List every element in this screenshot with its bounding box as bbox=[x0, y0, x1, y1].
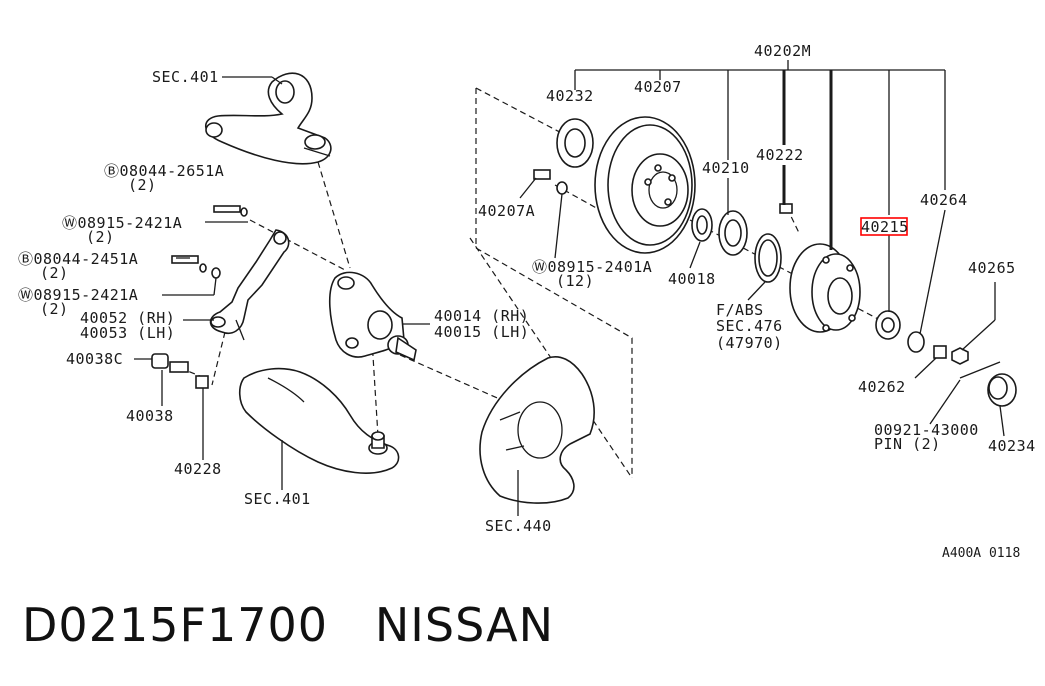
abs-ring bbox=[754, 233, 782, 283]
label-sec401-bottom[interactable]: SEC.401 bbox=[244, 490, 311, 508]
label-fabs: F/ABS bbox=[716, 301, 764, 319]
label-40207a[interactable]: 40207A bbox=[478, 202, 535, 220]
label-40053[interactable]: 40053 (LH) bbox=[80, 324, 175, 342]
label-08044-2651a[interactable]: Ⓑ08044-2651A bbox=[104, 162, 224, 180]
upper-control-arm bbox=[204, 72, 332, 165]
label-40222[interactable]: 40222 bbox=[756, 146, 804, 164]
lock-40265 bbox=[951, 347, 969, 365]
steering-knuckle bbox=[328, 271, 417, 362]
part-code: D0215F1700 bbox=[22, 598, 329, 652]
washer-40264 bbox=[907, 331, 925, 353]
label-08044-2451a[interactable]: Ⓑ08044-2451A bbox=[18, 250, 138, 268]
label-08915-2401a-qty: (12) bbox=[556, 272, 594, 290]
label-40215[interactable]: 40215 bbox=[861, 218, 909, 236]
label-08044-2451a-qty: (2) bbox=[40, 264, 69, 282]
cap-40234 bbox=[987, 373, 1017, 407]
label-40202m[interactable]: 40202M bbox=[754, 42, 811, 60]
label-47970[interactable]: (47970) bbox=[716, 334, 783, 352]
bracket-40052 bbox=[209, 229, 290, 341]
label-40018[interactable]: 40018 bbox=[668, 270, 716, 288]
label-sec440[interactable]: SEC.440 bbox=[485, 517, 552, 535]
label-40052[interactable]: 40052 (RH) bbox=[80, 309, 175, 327]
reference-code: A400A 0118 bbox=[942, 546, 1020, 561]
nut-40262 bbox=[933, 345, 947, 359]
label-40232[interactable]: 40232 bbox=[546, 87, 594, 105]
bearing-40018 bbox=[691, 208, 713, 242]
label-sec476[interactable]: SEC.476 bbox=[716, 317, 783, 335]
bearing-40210 bbox=[718, 210, 748, 256]
hub-assembly bbox=[789, 243, 861, 333]
brand-name: NISSAN bbox=[374, 598, 554, 652]
leader-lines bbox=[134, 76, 1005, 516]
label-40262[interactable]: 40262 bbox=[858, 378, 906, 396]
label-sec401-top[interactable]: SEC.401 bbox=[152, 68, 219, 86]
label-08915-2421a-2[interactable]: Ⓦ08915-2421A bbox=[18, 286, 138, 304]
hub-bolt-40222 bbox=[779, 203, 793, 214]
assembly-bracket bbox=[574, 60, 946, 335]
label-40265[interactable]: 40265 bbox=[968, 259, 1016, 277]
label-40228[interactable]: 40228 bbox=[174, 460, 222, 478]
label-40210[interactable]: 40210 bbox=[702, 159, 750, 177]
label-00921-43000[interactable]: 00921-43000 bbox=[874, 421, 979, 439]
highlight-40215[interactable] bbox=[860, 217, 908, 236]
outer-bearing-40215 bbox=[875, 310, 901, 340]
label-08915-2421a-2-qty: (2) bbox=[40, 300, 69, 318]
label-40015[interactable]: 40015 (LH) bbox=[434, 323, 529, 341]
label-40038[interactable]: 40038 bbox=[126, 407, 174, 425]
footer-caption: D0215F1700 NISSAN bbox=[22, 598, 554, 652]
label-08915-2421a-1[interactable]: Ⓦ08915-2421A bbox=[62, 214, 182, 232]
left-hardware bbox=[151, 205, 248, 389]
label-40264[interactable]: 40264 bbox=[920, 191, 968, 209]
label-08915-2421a-1-qty: (2) bbox=[86, 228, 115, 246]
label-08044-2651a-qty: (2) bbox=[128, 176, 157, 194]
splash-shield bbox=[479, 356, 595, 504]
label-40038c[interactable]: 40038C bbox=[66, 350, 123, 368]
seal-40232 bbox=[556, 118, 594, 168]
part-labels: SEC.401 Ⓑ08044-2651A (2) Ⓦ08915-2421A (2… bbox=[18, 42, 1036, 561]
label-40234[interactable]: 40234 bbox=[988, 437, 1036, 455]
lower-control-arm bbox=[238, 367, 400, 474]
label-08915-2401a[interactable]: Ⓦ08915-2401A bbox=[532, 258, 652, 276]
label-40014[interactable]: 40014 (RH) bbox=[434, 307, 529, 325]
brake-rotor-40207 bbox=[594, 116, 696, 254]
pin-00921 bbox=[959, 361, 1001, 379]
label-pin: PIN (2) bbox=[874, 435, 941, 453]
label-40207[interactable]: 40207 bbox=[634, 78, 682, 96]
rotor-bolts bbox=[533, 169, 568, 195]
